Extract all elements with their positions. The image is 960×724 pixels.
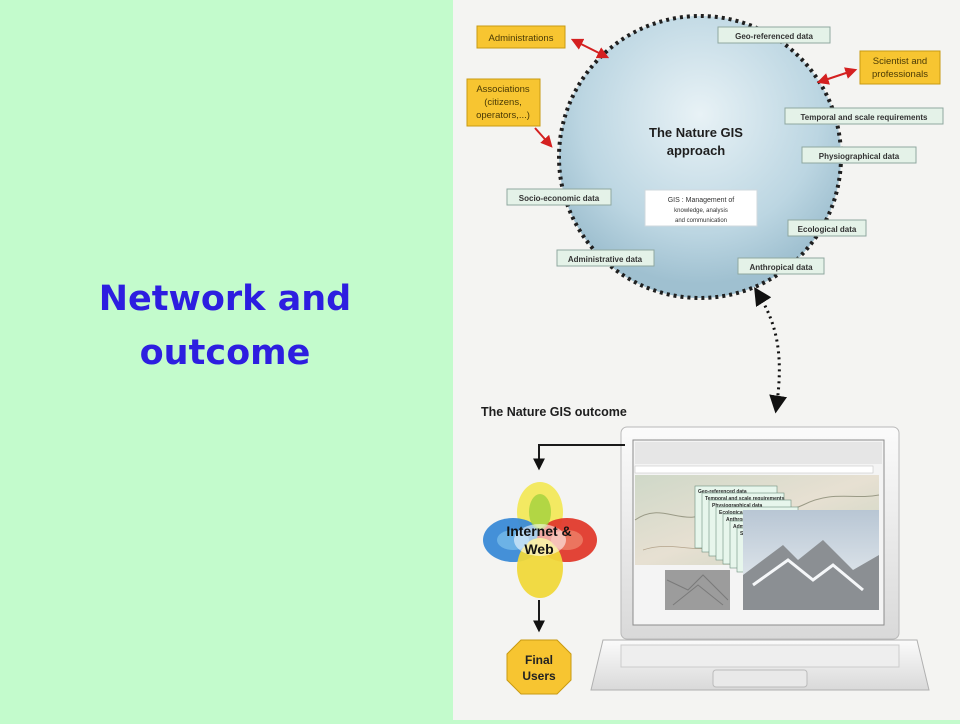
screen-toolbar (635, 442, 882, 464)
actor-administrations-label: Administrations (489, 33, 554, 44)
actor-scientists: Scientist and professionals (859, 50, 941, 85)
actor-associations: Associations (citizens, operators,...) (466, 78, 541, 127)
label-anthropical-text: Anthropical data (749, 263, 813, 272)
slide-title: Network and outcome (98, 279, 352, 373)
label-socio-economic-text: Socio-economic data (519, 194, 600, 203)
actor-associations-line1: Associations (476, 84, 530, 95)
screen-layer-label: Geo-referenced data (698, 489, 747, 495)
final-users-line2: Users (522, 669, 556, 683)
arrow-scientists (816, 67, 858, 85)
screen-layer-label: Physiographical data (712, 503, 763, 509)
label-physiographical: Physiographical data (801, 146, 917, 164)
internet-web-icon: Internet & Web (483, 482, 597, 598)
label-administrative: Administrative data (556, 249, 655, 267)
diagram-canvas: The Nature GIS approach GIS : Management… (466, 14, 944, 695)
gis-line2: knowledge, analysis (674, 208, 728, 214)
laptop-trackpad (712, 669, 808, 688)
laptop-keyboard (620, 644, 900, 668)
label-anthropical: Anthropical data (737, 257, 825, 275)
label-physiographical-text: Physiographical data (819, 152, 900, 161)
actor-scientists-line2: professionals (872, 69, 928, 80)
label-geo-referenced: Geo-referenced data (717, 26, 831, 44)
actor-associations-line3: operators,...) (476, 110, 530, 121)
label-socio-economic: Socio-economic data (506, 188, 612, 206)
diagram-panel: The Nature GIS approach GIS : Management… (453, 0, 960, 720)
final-users-badge: Final Users (506, 639, 572, 695)
connector-dotted-arrow (754, 286, 788, 414)
actor-administrations: Administrations (476, 25, 566, 49)
gis-line1: GIS : Management of (668, 197, 735, 204)
gis-line3: and communication (675, 218, 727, 224)
label-ecological: Ecological data (787, 219, 867, 237)
label-administrative-text: Administrative data (568, 255, 643, 264)
label-geo-referenced-text: Geo-referenced data (735, 32, 813, 41)
approach-title-line1: The Nature GIS (649, 125, 743, 140)
label-temporal-scale: Temporal and scale requirements (784, 107, 944, 125)
gis-description-box (644, 189, 758, 227)
label-ecological-text: Ecological data (798, 225, 857, 234)
arrow-administrations (570, 38, 610, 59)
connector-laptop-internet (533, 444, 625, 471)
arrow-associations (534, 127, 553, 148)
screen-layer-label: Temporal and scale requirements (705, 496, 785, 502)
actor-scientists-line1: Scientist and (873, 56, 927, 67)
final-users-line1: Final (525, 653, 553, 667)
left-panel: Network and outcome (0, 0, 453, 720)
screen-layer-label: Ecological data (719, 510, 756, 516)
internet-line1: Internet & (506, 523, 571, 539)
outcome-title: The Nature GIS outcome (481, 405, 627, 419)
internet-line2: Web (524, 541, 553, 557)
approach-title-line2: approach (667, 143, 726, 158)
label-temporal-scale-text: Temporal and scale requirements (800, 113, 928, 122)
actor-associations-line2: (citizens, (484, 97, 521, 108)
